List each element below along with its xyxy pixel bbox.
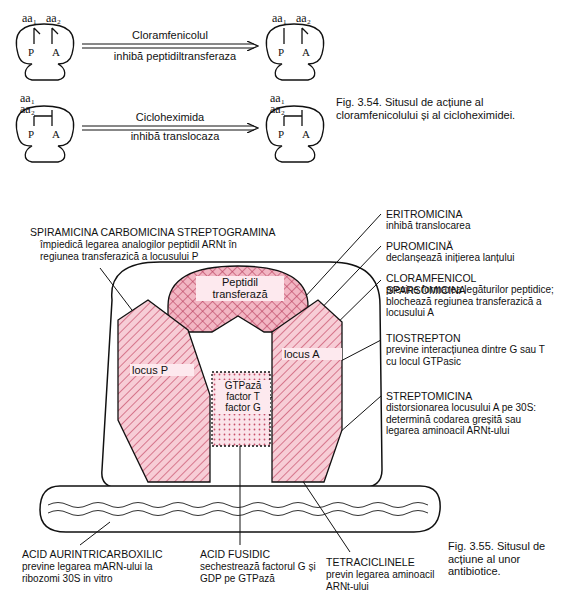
figure-caption: Fig. 3.55. Situsul de acțiune al unor an…: [448, 540, 558, 578]
trna-symbol: [284, 110, 302, 126]
trna-symbol: [284, 28, 308, 44]
site-letter: aa₂: [270, 103, 285, 116]
large-subunit: [102, 262, 382, 488]
trna-symbol: [34, 28, 58, 44]
region-label: Peptidil transferază: [196, 276, 284, 301]
site-letter: P: [28, 128, 34, 140]
action-note: previne interacțiunea dintre G sau T cu …: [386, 344, 554, 367]
node-outline: [272, 300, 342, 482]
outline: [266, 24, 323, 80]
action-note: distorsionarea locusului A pe 30S: deter…: [386, 402, 554, 437]
node-outline: [118, 300, 210, 482]
site-letter: aa₂: [46, 12, 61, 25]
arrow-connector: [82, 126, 258, 130]
arrow-shaft: [82, 44, 254, 45]
drug-name: Cloramfenicolul: [85, 29, 255, 42]
outline: [16, 24, 73, 80]
site-letter: aa₁: [272, 12, 287, 25]
leader-lines: [80, 214, 381, 552]
action-note: previne formarea legăturilor peptidice; …: [386, 284, 554, 319]
node-outline: [262, 10, 328, 82]
mrna-strand: [48, 503, 428, 508]
antibiotic-name: TETRACICLINELE: [326, 556, 444, 568]
site-letter: A: [52, 46, 60, 58]
ribosome-site: locus P: [118, 300, 210, 482]
site-letter: P: [28, 46, 34, 58]
action-note: sechestrează factorul G și GDP pe GTPază: [200, 561, 322, 584]
action-note: declanșează inițierea lanțului: [386, 252, 556, 264]
site-letter: A: [302, 128, 310, 140]
ribosome: aa₁aa₂PA: [12, 92, 78, 164]
outline: [272, 300, 342, 482]
site-letter: A: [52, 128, 60, 140]
antibiotic-name: ACID FUSIDIC: [200, 548, 320, 560]
ribosome: aa₁ aa₂ P A: [12, 10, 78, 82]
region-label: locus P: [130, 364, 194, 376]
antibiotic-name: SPIRAMICINA CARBOMICINA STREPTOGRAMINA: [30, 226, 292, 238]
arrow-connector: [82, 44, 258, 48]
antibiotic-name: PUROMICINĂ: [386, 240, 556, 252]
outline: [118, 300, 210, 482]
action-note: previn legarea aminoacil ARNt-ului: [326, 569, 444, 592]
site-letter: P: [278, 128, 284, 140]
action-note: inhibă translocarea: [386, 220, 556, 232]
site-letter: aa₁: [22, 12, 37, 25]
site-letter: aa₂: [296, 12, 311, 25]
site-letter: aa₂: [20, 103, 35, 116]
ribosome-site: locus A: [272, 300, 342, 482]
antibiotic-name: STREPTOMICINA: [386, 390, 556, 402]
ribosome: aa₁ aa₂ P A: [262, 10, 328, 82]
antibiotic-name: TIOSTREPTON: [386, 332, 556, 344]
action-note: inhibă peptidiltransferaza: [90, 50, 260, 63]
site-letter: P: [278, 46, 284, 58]
arrow-head-line: [252, 128, 258, 129]
action-note: previne legarea mARN-ului la ribozomi 30…: [22, 561, 187, 584]
arrow-shaft: [82, 126, 254, 127]
drug-name: Cicloheximida: [85, 111, 255, 124]
antibiotic-name: ACID AURINTRICARBOXILIC: [22, 548, 197, 560]
trna-symbol: [34, 110, 52, 126]
action-note: inhibă translocaza: [90, 130, 260, 143]
arrow-head-line: [252, 46, 258, 47]
gtpase-site: GTPază factor T factor G: [212, 372, 270, 446]
outline: [212, 372, 270, 446]
node-outline: [12, 10, 78, 82]
arrow-shaft: [82, 48, 254, 49]
figure-caption: Fig. 3.54. Situsul de acțiune al cloramf…: [336, 96, 554, 121]
region-label: locus A: [282, 348, 342, 360]
mrna-strand: [48, 511, 428, 516]
ribosome: aa₁aa₂PA: [262, 92, 328, 164]
action-note: împiedică legarea analogilor peptidil AR…: [40, 239, 270, 262]
region-label: GTPază factor T factor G: [216, 380, 270, 414]
antibiotic-name: ERITROMICINA: [386, 208, 556, 220]
site-letter: A: [302, 46, 310, 58]
